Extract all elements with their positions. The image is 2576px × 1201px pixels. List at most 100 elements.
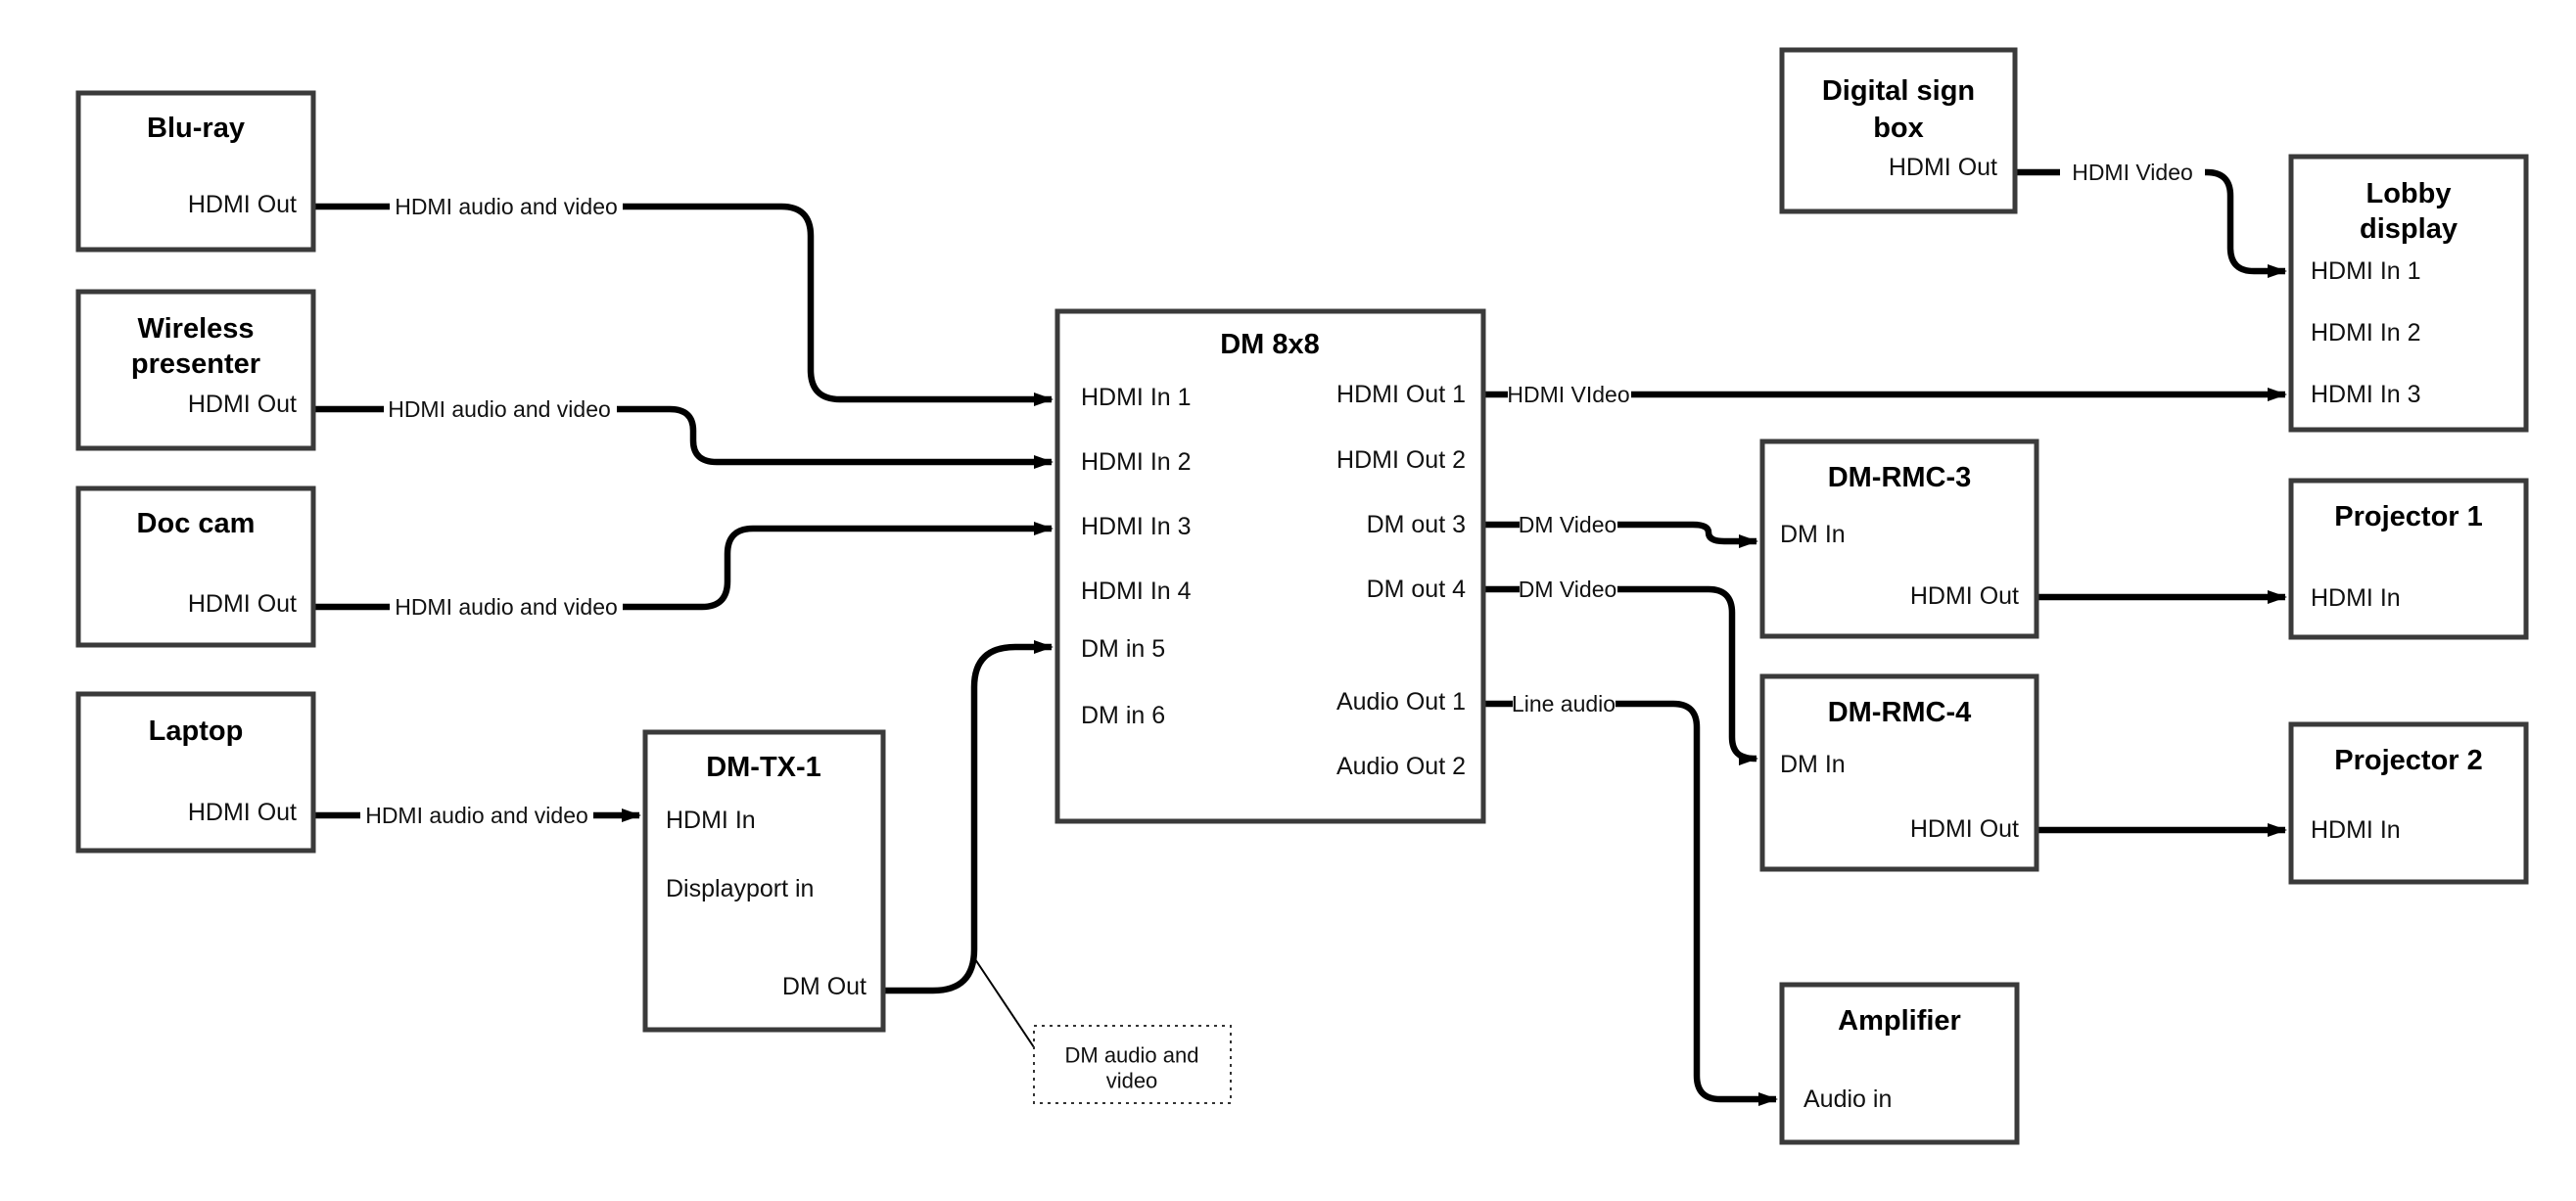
edge-doccam-line[interactable]	[623, 522, 1054, 611]
node-digital-sign-title-line1: Digital sign	[1822, 75, 1975, 107]
port-dm8x8-dm-out-3: DM out 3	[1367, 511, 1466, 538]
node-bluray[interactable]: Blu-ray HDMI Out	[75, 90, 316, 253]
port-digital-sign-hdmi-out: HDMI Out	[1889, 154, 1997, 181]
port-dmtx1-hdmi-in: HDMI In	[666, 807, 756, 834]
note-dm-audio-video[interactable]: DM audio and video	[1033, 1025, 1232, 1104]
edge-out3-line[interactable]	[1617, 521, 1758, 548]
node-bluray-title: Blu-ray	[147, 113, 245, 144]
port-dm8x8-hdmi-out-2: HDMI Out 2	[1336, 446, 1466, 474]
port-dm8x8-hdmi-in-1: HDMI In 1	[1081, 384, 1192, 411]
node-projector2-title: Projector 2	[2334, 745, 2483, 776]
node-wireless-presenter[interactable]: Wireless presenter HDMI Out	[75, 289, 316, 451]
node-projector2-box[interactable]	[2288, 721, 2529, 885]
node-dmtx1[interactable]: DM-TX-1 HDMI In Displayport in DM Out	[642, 729, 886, 1033]
node-amplifier[interactable]: Amplifier Audio in	[1779, 982, 2020, 1145]
node-rmc4-box[interactable]	[1759, 673, 2039, 872]
note-callout-line	[974, 958, 1035, 1048]
node-laptop-box[interactable]	[75, 691, 316, 854]
note-dm-audio-video-line1: DM audio and	[1065, 1043, 1199, 1068]
edge-sign-line[interactable]	[2203, 168, 2287, 278]
port-dm8x8-hdmi-out-1: HDMI Out 1	[1336, 381, 1466, 408]
node-rmc3-box[interactable]	[1759, 439, 2039, 639]
node-digital-sign-rect[interactable]	[1779, 47, 2018, 214]
edge-bluray-line[interactable]	[623, 203, 1054, 406]
edge-doccam-to-dm8x8-in3[interactable]: HDMI audio and video	[313, 522, 1054, 620]
port-dm8x8-dm-out-4: DM out 4	[1367, 576, 1467, 603]
node-amplifier-title: Amplifier	[1838, 1005, 1961, 1037]
node-dmtx1-title: DM-TX-1	[706, 752, 821, 783]
edge-dm8x8-audioout1-to-amplifier[interactable]: Line audio	[1483, 691, 1778, 1106]
edge-dm8x8-out4-to-rmc4[interactable]: DM Video	[1483, 577, 1758, 765]
node-rmc4[interactable]: DM-RMC-4 DM In HDMI Out	[1759, 673, 2039, 872]
node-amplifier-box[interactable]	[1779, 982, 2020, 1145]
node-projector2[interactable]: Projector 2 HDMI In	[2288, 721, 2529, 885]
port-amplifier-audio-in: Audio in	[1803, 1086, 1892, 1113]
port-dm8x8-hdmi-in-4: HDMI In 4	[1081, 577, 1192, 605]
edge-label-dm-video-out4: DM Video	[1519, 577, 1617, 602]
node-bluray-box[interactable]	[75, 90, 316, 253]
node-doccam[interactable]: Doc cam HDMI Out	[75, 485, 316, 648]
node-dmtx1-box[interactable]	[642, 729, 886, 1033]
edge-out4-line[interactable]	[1617, 585, 1758, 765]
node-lobby-display[interactable]: Lobby display HDMI In 1 HDMI In 2 HDMI I…	[2288, 154, 2529, 433]
node-lobby-title-line1: Lobby	[2366, 178, 2452, 209]
node-projector1[interactable]: Projector 1 HDMI In	[2288, 478, 2529, 640]
port-projector2-hdmi-in: HDMI In	[2311, 816, 2401, 844]
port-dm8x8-audio-out-2: Audio Out 2	[1336, 753, 1466, 780]
node-dm8x8-title: DM 8x8	[1220, 329, 1320, 360]
node-digital-sign-box[interactable]: Digital sign box HDMI Out	[1779, 47, 2018, 214]
edge-label-dm-video-out3: DM Video	[1519, 512, 1617, 537]
port-wireless-hdmi-out: HDMI Out	[188, 391, 297, 418]
edge-dm8x8-out1-to-lobby-in3[interactable]: HDMI VIdeo	[1483, 382, 2287, 407]
note-dm-audio-video-line2: video	[1106, 1069, 1158, 1093]
node-doccam-box[interactable]	[75, 485, 316, 648]
port-dmtx1-dm-out: DM Out	[782, 973, 866, 1000]
node-laptop[interactable]: Laptop HDMI Out	[75, 691, 316, 854]
edge-label-hdmi-video-sign: HDMI Video	[2072, 160, 2193, 185]
edge-dm8x8-out3-to-rmc3[interactable]: DM Video	[1483, 512, 1758, 548]
node-rmc3[interactable]: DM-RMC-3 DM In HDMI Out	[1759, 439, 2039, 639]
node-rmc3-title: DM-RMC-3	[1828, 462, 1972, 493]
edge-label-hdmi-audio-video-4: HDMI audio and video	[365, 803, 588, 828]
port-dm8x8-audio-out-1: Audio Out 1	[1336, 688, 1466, 716]
node-digital-sign-title-line2: box	[1873, 113, 1924, 144]
port-dm8x8-hdmi-in-3: HDMI In 3	[1081, 513, 1192, 540]
node-wireless-title-line2: presenter	[131, 348, 260, 380]
note-dm-audio-video-box[interactable]	[1033, 1025, 1232, 1104]
port-dm8x8-dm-in-6: DM in 6	[1081, 702, 1165, 729]
edge-label-hdmi-audio-video-1: HDMI audio and video	[395, 194, 618, 219]
port-laptop-hdmi-out: HDMI Out	[188, 799, 297, 826]
edge-wireless-line[interactable]	[617, 405, 1054, 469]
node-projector1-box[interactable]	[2288, 478, 2529, 640]
node-wireless-title-line1: Wireless	[137, 313, 254, 345]
port-dm8x8-hdmi-in-2: HDMI In 2	[1081, 448, 1192, 476]
port-rmc4-dm-in: DM In	[1780, 751, 1846, 778]
port-doccam-hdmi-out: HDMI Out	[188, 590, 297, 618]
node-wireless-box[interactable]	[75, 289, 316, 451]
edge-digitalsign-to-lobby-in1[interactable]: HDMI Video	[2015, 160, 2287, 278]
edge-dmout-line[interactable]	[883, 640, 1054, 994]
node-dm8x8[interactable]: DM 8x8 HDMI In 1 HDMI In 2 HDMI In 3 HDM…	[1054, 308, 1486, 824]
port-projector1-hdmi-in: HDMI In	[2311, 584, 2401, 612]
node-lobby-box[interactable]	[2288, 154, 2529, 433]
port-lobby-hdmi-in-2: HDMI In 2	[2311, 319, 2421, 346]
port-rmc3-dm-in: DM In	[1780, 521, 1846, 548]
node-rmc4-title: DM-RMC-4	[1828, 697, 1972, 728]
edge-aout1-line[interactable]	[1616, 700, 1778, 1106]
edge-bluray-to-dm8x8-in1[interactable]: HDMI audio and video	[313, 194, 1054, 406]
node-dm8x8-box[interactable]	[1054, 308, 1486, 824]
edge-label-hdmi-video-out1: HDMI VIdeo	[1507, 382, 1629, 407]
port-bluray-hdmi-out: HDMI Out	[188, 191, 297, 218]
port-dm8x8-dm-in-5: DM in 5	[1081, 635, 1165, 663]
edge-wireless-to-dm8x8-in2[interactable]: HDMI audio and video	[313, 396, 1054, 469]
port-lobby-hdmi-in-1: HDMI In 1	[2311, 257, 2421, 285]
edge-label-hdmi-audio-video-2: HDMI audio and video	[388, 396, 611, 422]
edge-laptop-to-dmtx1[interactable]: HDMI audio and video	[313, 803, 641, 828]
port-rmc4-hdmi-out: HDMI Out	[1910, 815, 2019, 843]
node-lobby-title-line2: display	[2360, 213, 2458, 245]
node-laptop-title: Laptop	[149, 716, 244, 747]
node-doccam-title: Doc cam	[137, 508, 256, 539]
edge-dmtx1-to-dm8x8-in5[interactable]	[883, 640, 1054, 1048]
node-projector1-title: Projector 1	[2334, 501, 2483, 532]
